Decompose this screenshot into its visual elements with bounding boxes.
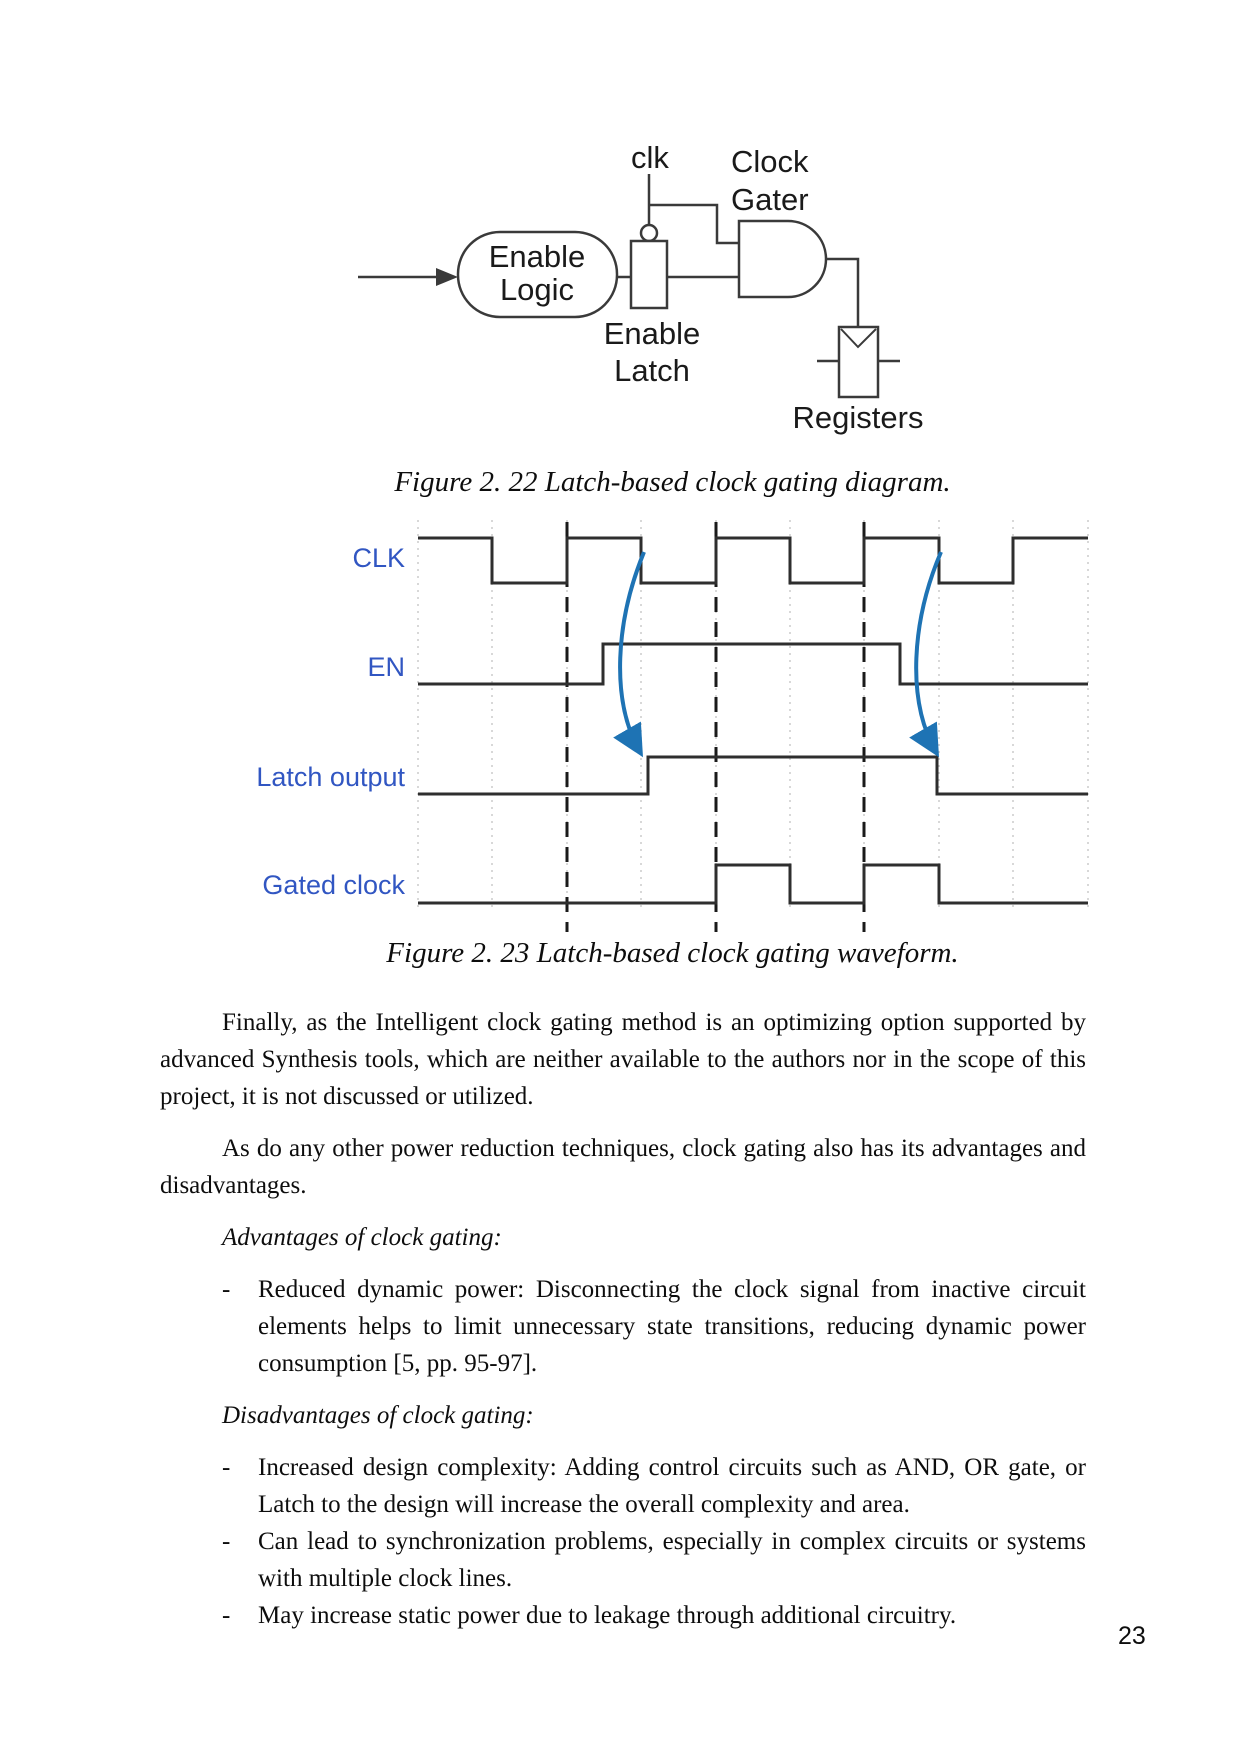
signal-trace-latch-output: [418, 755, 1088, 796]
clock-gater-label-line2: Gater: [731, 182, 809, 217]
input-arrowhead-icon: [436, 268, 458, 286]
gated-clock-wire: [826, 257, 860, 327]
disadvantages-heading: Disadvantages of clock gating:: [222, 1402, 534, 1429]
clk-label: clk: [631, 140, 669, 175]
latch-clock-bubble: [639, 223, 659, 243]
signal-label-en: EN: [367, 652, 405, 682]
paragraph-advantages-intro: As do any other power reduction techniqu…: [160, 1135, 1086, 1199]
enable-latch-label-line1: Enable: [604, 316, 701, 351]
signal-trace-en: [418, 642, 1088, 686]
registers-block: [837, 325, 880, 399]
register-clock-chevron-icon: [840, 328, 877, 349]
bullet-dash: -: [222, 1454, 231, 1481]
paragraph-intelligent-clock-gating: Finally, as the Intelligent clock gating…: [160, 1009, 1086, 1110]
signal-label-gated-clock: Gated clock: [262, 870, 405, 900]
bullet-dash: -: [222, 1528, 231, 1555]
list-item-text: May increase static power due to leakage…: [258, 1602, 957, 1629]
clk-branch-wire: [649, 203, 739, 245]
list-item: - May increase static power due to leaka…: [160, 1597, 1086, 1634]
enable-latch-label-line2: Latch: [614, 353, 690, 388]
list-item-text: Reduced dynamic power: Disconnecting the…: [258, 1276, 1086, 1377]
enable-logic-label-line2: Logic: [500, 272, 574, 307]
page-number: 23: [1118, 1622, 1146, 1650]
list-item: - Increased design complexity: Adding co…: [160, 1449, 1086, 1523]
list-item: - Reduced dynamic power: Disconnecting t…: [160, 1271, 1086, 1382]
advantages-list: - Reduced dynamic power: Disconnecting t…: [160, 1271, 1086, 1382]
list-item-text: Can lead to synchronization problems, es…: [258, 1528, 1086, 1592]
enable-latch-block: [629, 239, 669, 310]
causality-arrow: [613, 551, 646, 758]
and-gate-icon: [737, 219, 828, 299]
signal-label-latch-output: Latch output: [256, 762, 405, 792]
enable-logic-block: [456, 230, 619, 319]
body-text: Finally, as the Intelligent clock gating…: [160, 1004, 1086, 1649]
disadvantages-list: - Increased design complexity: Adding co…: [160, 1449, 1086, 1634]
bullet-dash: -: [222, 1602, 231, 1629]
causality-arrow: [909, 551, 943, 758]
figure23-caption: Figure 2. 23 Latch-based clock gating wa…: [386, 937, 959, 969]
enable-logic-label-line1: Enable: [489, 239, 586, 274]
bullet-dash: -: [222, 1276, 231, 1303]
signal-trace-clk: [418, 536, 1088, 585]
signal-trace-gated-clock: [418, 863, 1088, 905]
list-item: - Can lead to synchronization problems, …: [160, 1523, 1086, 1597]
clock-gating-circuit-diagram: [358, 174, 900, 399]
clock-gater-label-line1: Clock: [731, 144, 809, 179]
registers-label: Registers: [793, 400, 924, 435]
list-item-text: Increased design complexity: Adding cont…: [258, 1454, 1086, 1518]
advantages-heading: Advantages of clock gating:: [222, 1224, 502, 1251]
figure22-caption: Figure 2. 22 Latch-based clock gating di…: [394, 466, 951, 498]
signal-label-clk: CLK: [352, 543, 405, 573]
